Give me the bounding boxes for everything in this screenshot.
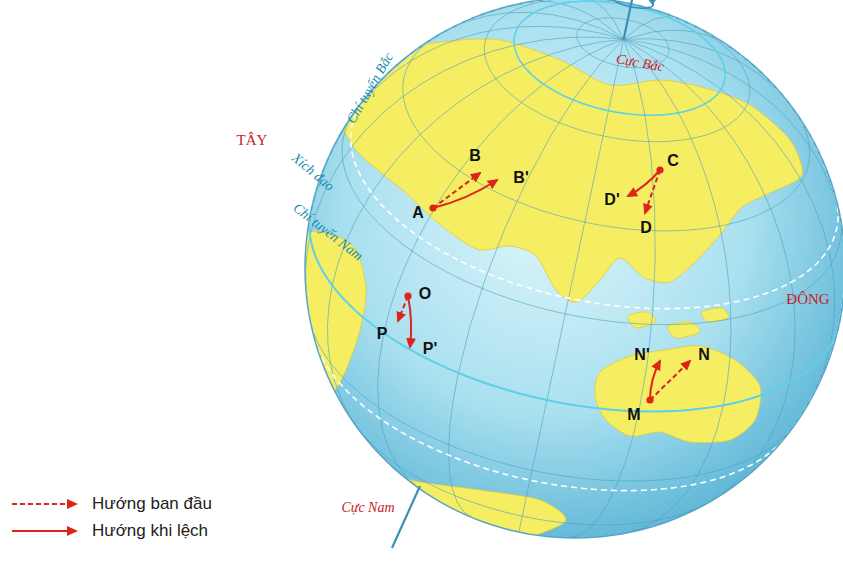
direction-label: TÂY <box>237 132 268 149</box>
latitude-circle <box>309 0 843 411</box>
initial-direction-arrow <box>433 173 480 208</box>
rotation-arrow <box>609 0 654 11</box>
direction-label: ĐÔNG <box>786 291 829 308</box>
deflected-direction-arrow <box>433 180 497 208</box>
point-label: D' <box>604 191 619 209</box>
graticule <box>306 0 843 538</box>
globe-outline <box>305 0 843 538</box>
start-point <box>404 292 411 299</box>
latitude-label: Chí tuyến Bắc <box>344 50 397 126</box>
point-label: A <box>412 204 424 222</box>
legend-text: Hướng khi lệch <box>92 521 208 541</box>
deflected-direction-arrow <box>628 170 660 196</box>
deflected-direction-arrow <box>650 361 660 400</box>
point-label: P <box>377 325 388 343</box>
latitude-circle <box>351 0 838 309</box>
initial-direction-arrow <box>398 296 408 321</box>
point-label: D <box>640 219 652 237</box>
legend-text: Hướng ban đầu <box>92 494 212 514</box>
earth-axis <box>392 486 420 548</box>
initial-direction-arrow <box>650 361 690 400</box>
legend-sample <box>8 524 84 538</box>
start-point <box>646 396 653 403</box>
pole-label: Cực Bắc <box>614 51 664 75</box>
legend-arrow <box>12 503 76 505</box>
deflected-direction-arrow <box>408 296 411 347</box>
point-label: P' <box>423 340 437 358</box>
latitude-label: Xích đạo <box>289 150 337 194</box>
continent <box>333 39 803 302</box>
start-point <box>656 166 663 173</box>
legend-arrow <box>12 530 76 532</box>
legend-row: Hướng ban đầu <box>8 490 212 517</box>
point-label: M <box>627 406 640 424</box>
point-label: C <box>667 152 679 170</box>
point-label: B' <box>513 169 528 187</box>
pole-label: Cực Nam <box>341 500 394 515</box>
start-point <box>429 204 436 211</box>
continent <box>595 346 761 443</box>
initial-direction-arrow <box>645 170 660 213</box>
latitude-label: Chí tuyến Nam <box>290 200 366 264</box>
point-label: O <box>419 285 431 303</box>
point-label: N <box>698 346 710 364</box>
legend-row: Hướng khi lệch <box>8 517 212 544</box>
point-label: B <box>469 147 481 165</box>
ocean-sphere <box>305 0 843 538</box>
point-label: N' <box>634 346 649 364</box>
latitude-circle <box>514 1 725 115</box>
legend-sample <box>8 497 84 511</box>
